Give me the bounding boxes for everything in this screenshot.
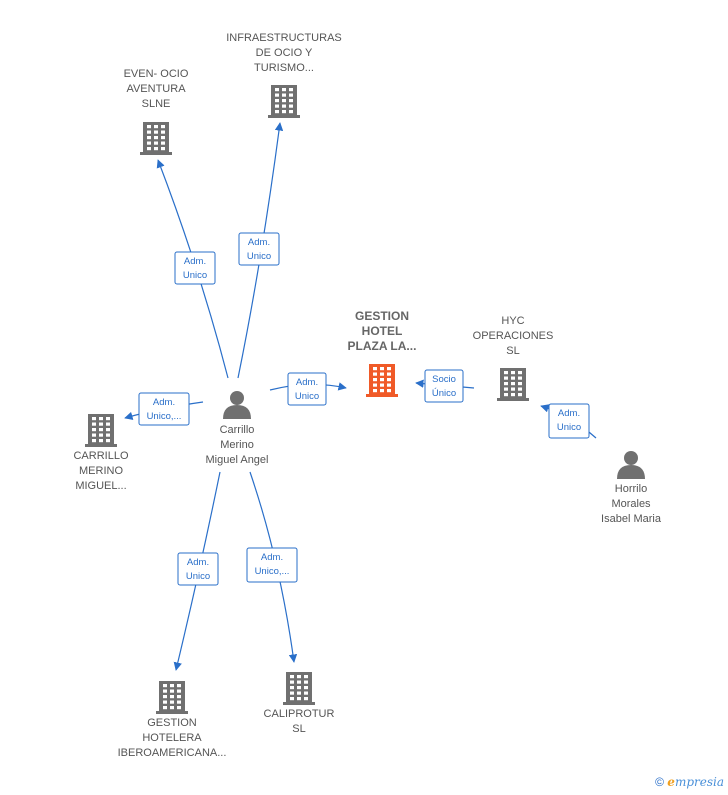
building-icon[interactable] [140, 122, 172, 155]
node-label: PLAZA LA... [348, 339, 417, 353]
node-label: Miguel Angel [206, 454, 269, 466]
node-label: SL [292, 723, 305, 735]
edge-label-text: Adm. [248, 237, 270, 248]
edge-label-box [246, 547, 298, 583]
copyright-symbol: © [655, 775, 664, 789]
node-label: Carrillo [220, 424, 255, 436]
building-icon[interactable] [268, 85, 300, 118]
node-company-even[interactable]: EVEN- OCIO AVENTURA SLNE [124, 68, 189, 155]
edge-label[interactable]: Adm. Unico [287, 372, 327, 406]
building-icon[interactable] [366, 364, 398, 397]
node-company-hyc[interactable]: HYC OPERACIONES SL [473, 315, 554, 401]
node-label: GESTION [355, 309, 409, 323]
node-label: HOTELERA [142, 732, 202, 744]
edge-label-box [174, 251, 216, 285]
building-icon[interactable] [497, 368, 529, 401]
edge-label-text: Adm. [261, 552, 283, 563]
edge-label-box [177, 552, 219, 586]
edge-label-box [287, 372, 327, 406]
edge-label[interactable]: Adm. Unico [177, 552, 219, 586]
edge-label-text: Unico [183, 270, 207, 281]
edge-label-text: Unico [295, 391, 319, 402]
node-label: INFRAESTRUCTURAS [226, 32, 342, 44]
edge-label-box [138, 392, 190, 426]
edge-label-text: Adm. [187, 557, 209, 568]
footer-brand: © empresia [655, 775, 724, 789]
node-company-carrillo[interactable]: CARRILLO MERINO MIGUEL... [73, 414, 129, 492]
node-label: Isabel Maria [601, 513, 662, 525]
edge-label[interactable]: Adm. Unico,... [138, 392, 190, 426]
edge-label-text: Unico [557, 422, 581, 433]
edge-label[interactable]: Adm. Unico [238, 232, 280, 266]
node-label: CALIPROTUR [264, 708, 335, 720]
node-label: DE OCIO Y [256, 47, 313, 59]
node-label: TURISMO... [254, 62, 314, 74]
edge-label-text: Unico,... [255, 566, 290, 577]
building-icon[interactable] [156, 681, 188, 714]
node-label: HYC [501, 315, 524, 327]
node-label: Horrilo [615, 483, 647, 495]
edge-label-text: Adm. [558, 408, 580, 419]
node-company-gestion-hotelera[interactable]: GESTION HOTELERA IBEROAMERICANA... [118, 681, 227, 759]
edge-label-box [238, 232, 280, 266]
brand-initial: e [667, 775, 675, 789]
node-label: MIGUEL... [75, 480, 126, 492]
edge-label-text: Unico [247, 251, 271, 262]
edge-label-text: Unico,... [147, 411, 182, 422]
edge-label[interactable]: Adm. Unico [174, 251, 216, 285]
edge-label-box [548, 403, 590, 439]
edge-label-text: Socio [432, 374, 456, 385]
node-company-infra[interactable]: INFRAESTRUCTURAS DE OCIO Y TURISMO... [226, 32, 342, 118]
person-icon[interactable] [617, 451, 645, 479]
edge-label-text: Adm. [296, 377, 318, 388]
building-icon[interactable] [85, 414, 117, 447]
edge-label-text: Único [432, 388, 456, 399]
person-icon[interactable] [223, 391, 251, 419]
edge-label-box [424, 369, 464, 403]
node-label: CARRILLO [73, 450, 128, 462]
edge-label-text: Unico [186, 571, 210, 582]
node-label: GESTION [147, 717, 197, 729]
node-label: MERINO [79, 465, 123, 477]
node-label: AVENTURA [126, 83, 186, 95]
building-icon[interactable] [283, 672, 315, 705]
node-company-caliprotur[interactable]: CALIPROTUR SL [264, 672, 335, 735]
node-label: SL [506, 345, 519, 357]
node-label: OPERACIONES [473, 330, 554, 342]
node-label: EVEN- OCIO [124, 68, 189, 80]
node-label: Morales [611, 498, 651, 510]
node-label: HOTEL [362, 324, 403, 338]
node-label: SLNE [142, 98, 171, 110]
edge-label-text: Adm. [153, 397, 175, 408]
edge-label[interactable]: Adm. Unico,... [246, 547, 298, 583]
brand-logo[interactable]: empresia [667, 775, 724, 789]
node-label: IBEROAMERICANA... [118, 747, 227, 759]
edge-label-text: Adm. [184, 256, 206, 267]
node-label: Merino [220, 439, 254, 451]
brand-name: mpresia [674, 775, 724, 789]
edge-label[interactable]: Adm. Unico [548, 403, 590, 439]
